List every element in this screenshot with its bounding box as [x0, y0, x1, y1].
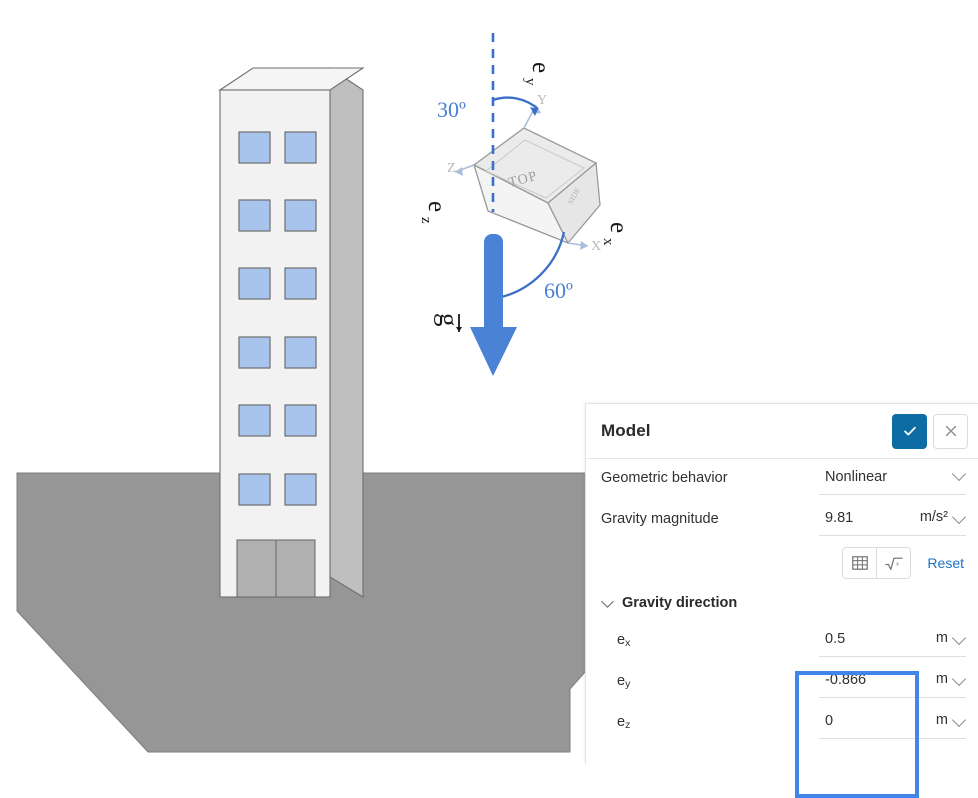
axis-letter-z: Z	[447, 161, 456, 176]
view-cube-right-face	[547, 161, 601, 245]
axis-letter-y: Y	[537, 93, 547, 108]
panel-header: Model	[586, 404, 978, 459]
svg-text:z: z	[418, 217, 434, 224]
label-ez: ez	[601, 703, 819, 731]
formula-input-button[interactable]: x	[876, 548, 911, 578]
view-cube-group[interactable]: TOP SIDE	[472, 127, 601, 245]
label-geometric-behavior: Geometric behavior	[601, 470, 728, 486]
accept-button[interactable]	[892, 413, 927, 449]
view-cube-inner-outline	[485, 139, 585, 199]
e-y-label: e y	[522, 62, 554, 86]
angle-30-arrowhead	[530, 107, 538, 116]
e-z-label: e z	[418, 201, 450, 224]
gravity-direction-group-title: Gravity direction	[622, 595, 738, 611]
label-ey: ey	[601, 662, 819, 690]
gravity-symbol-g: g	[434, 313, 464, 332]
chevron-down-icon	[951, 630, 967, 646]
svg-text:g: g	[434, 313, 464, 327]
value-ex: 0.5 m	[819, 621, 967, 657]
svg-text:e: e	[605, 222, 632, 233]
ez-unit-dropdown[interactable]: m	[914, 703, 967, 739]
expression-toolbar: x Reset	[601, 541, 966, 585]
ex-input[interactable]: 0.5	[819, 621, 914, 657]
gravity-vector-arrow	[470, 234, 517, 376]
axis-letter-x: X	[591, 239, 601, 254]
gravity-direction-group-header[interactable]: Gravity direction	[601, 585, 966, 621]
row-gravity-direction-ey: ey -0.866 m	[601, 662, 967, 703]
label-ez-base: e	[617, 714, 626, 730]
value-gravity-magnitude: 9.81 m/s²	[819, 500, 967, 536]
table-input-button[interactable]	[843, 548, 877, 578]
close-icon	[945, 425, 956, 437]
svg-text:y: y	[522, 78, 538, 86]
value-geometric-behavior: Nonlinear	[819, 459, 967, 495]
label-ey-base: e	[617, 673, 626, 689]
model-property-panel[interactable]: Model Geometric behavior Nonlinear	[585, 403, 978, 798]
angle-30-arc	[492, 96, 539, 110]
ey-unit-label: m	[935, 671, 948, 687]
label-ex-sub: x	[625, 637, 631, 649]
3d-viewport[interactable]: TOP SIDE Y Z X 30º 60º	[0, 0, 978, 764]
row-gravity-direction-ex: ex 0.5 m	[601, 621, 967, 662]
svg-text:e: e	[527, 62, 554, 73]
svg-text:x: x	[895, 560, 899, 567]
label-ez-sub: z	[625, 719, 631, 731]
view-cube-top-label: TOP	[507, 169, 539, 191]
chevron-down-icon	[951, 509, 967, 525]
value-ez: 0 m	[819, 703, 967, 739]
e-x-label: e x	[600, 222, 632, 246]
row-gravity-direction-ez: ez 0 m	[601, 703, 967, 744]
label-gravity-magnitude: Gravity magnitude	[601, 511, 719, 527]
label-ex: ex	[601, 621, 819, 649]
geometric-behavior-dropdown-toggle[interactable]	[914, 459, 967, 495]
angle-60-arc	[496, 231, 566, 300]
svg-text:e: e	[423, 201, 450, 212]
angle-60-label: 60º	[544, 278, 573, 303]
gravity-magnitude-unit-label: m/s²	[919, 509, 948, 525]
row-gravity-magnitude: Gravity magnitude 9.81 m/s²	[601, 500, 967, 541]
close-button[interactable]	[933, 413, 968, 449]
expression-button-group: x	[842, 547, 912, 579]
reset-link[interactable]: Reset	[927, 555, 964, 571]
ez-unit-label: m	[935, 712, 948, 728]
page-title: Model	[601, 421, 651, 440]
chevron-down-icon	[951, 671, 967, 687]
gravity-magnitude-input[interactable]: 9.81	[819, 500, 912, 536]
ey-unit-dropdown[interactable]: m	[914, 662, 967, 698]
building-entrance-doors	[236, 539, 316, 598]
check-icon	[903, 426, 916, 436]
ex-unit-label: m	[935, 630, 948, 646]
chevron-down-icon	[951, 466, 967, 482]
chevron-down-icon	[951, 712, 967, 728]
geometric-behavior-select[interactable]: Nonlinear	[819, 459, 914, 495]
ez-input[interactable]: 0	[819, 703, 914, 739]
building-side-face	[329, 66, 364, 598]
table-icon	[852, 556, 868, 570]
row-geometric-behavior: Geometric behavior Nonlinear	[601, 459, 967, 500]
gravity-magnitude-unit-dropdown[interactable]: m/s²	[911, 500, 967, 536]
angle-30-label: 30º	[437, 97, 466, 122]
label-ey-sub: y	[625, 678, 631, 690]
value-ey: -0.866 m	[819, 662, 967, 698]
svg-text:x: x	[600, 238, 616, 246]
panel-body: Geometric behavior Nonlinear Gravity mag…	[586, 459, 978, 798]
sqrt-function-icon: x	[885, 557, 903, 570]
building-windows	[238, 131, 317, 506]
viewport-canvas: TOP SIDE Y Z X 30º 60º	[16, 33, 641, 753]
label-ex-base: e	[617, 632, 626, 648]
ex-unit-dropdown[interactable]: m	[914, 621, 967, 657]
chevron-down-icon	[601, 594, 614, 608]
ey-input[interactable]: -0.866	[819, 662, 914, 698]
